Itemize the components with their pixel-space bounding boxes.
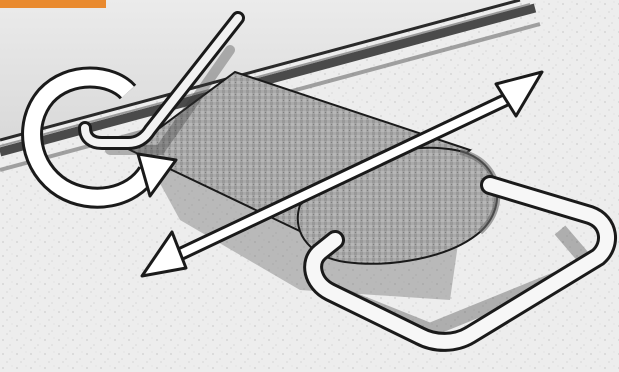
accent-tab [0,0,106,8]
